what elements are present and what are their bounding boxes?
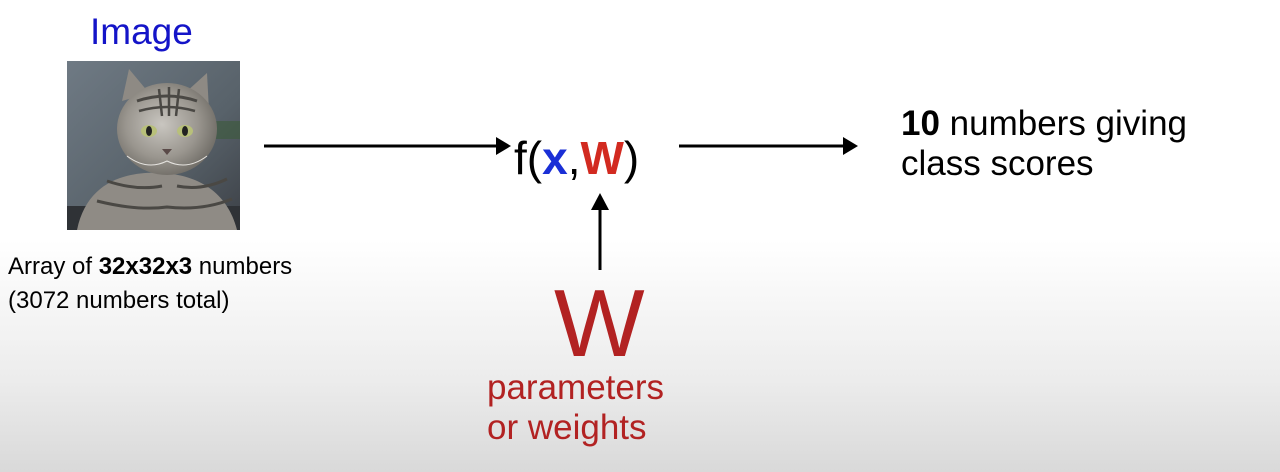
x-variable: x [542,132,568,184]
arrow-head-2 [843,137,858,155]
w-variable: W [580,132,624,184]
output-count: 10 [901,104,940,143]
image-label: Image [90,11,193,52]
output-line-1: 10 numbers giving [901,104,1188,143]
output-line-2: class scores [901,144,1094,183]
caption-line-2: (3072 numbers total) [8,287,230,314]
caption-line-1: Array of 32x32x3 numbers [8,253,293,280]
arrow-head-1 [496,137,511,155]
arrow-head-3 [591,193,609,210]
weights-line-1: parameters [487,368,665,407]
weights-line-2: or weights [487,408,647,447]
weights-caption: parameters or weights [487,368,664,448]
dimension-value: 32x32x3 [98,253,193,280]
cat-photo [67,61,240,230]
output-label: 10 numbers giving class scores [901,104,1187,184]
function-label: f(x,W) [514,132,640,184]
weights-symbol: W [554,270,645,377]
image-caption: Array of 32x32x3 numbers (3072 numbers t… [8,250,292,318]
